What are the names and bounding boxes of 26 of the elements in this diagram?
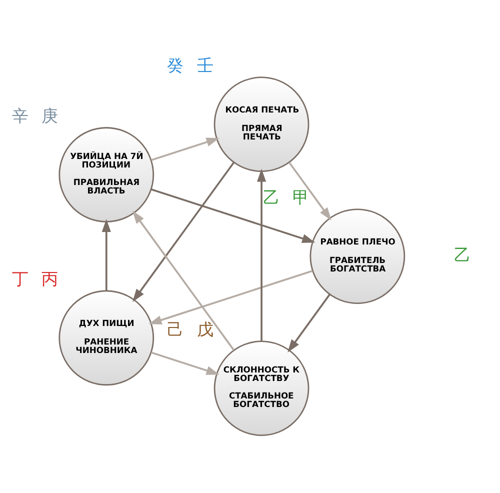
node-label: 乙: [262, 186, 280, 207]
node-label: 戊: [196, 318, 214, 339]
node-label: 己: [167, 318, 184, 339]
node-label: 甲: [292, 186, 310, 207]
node-circle: СКЛОННОСТЬ К БОГАТСТВУ СТАБИЛЬНОЕ БОГАТСТВО: [214, 340, 310, 436]
node-label: 癸: [167, 54, 184, 75]
node-circle: ДУХ ПИЩИ РАНЕНИЕ ЧИНОВНИКА: [58, 290, 154, 386]
arrow: [150, 351, 220, 374]
node-circle: УБИЙЦА НА 7Й ПОЗИЦИИ ПРАВИЛЬНАЯ ВЛАСТЬ: [58, 126, 154, 222]
arrow: [132, 161, 235, 302]
node-circle: КОСАЯ ПЕЧАТЬ ПРЯМАЯ ПЕЧАТЬ: [214, 76, 310, 172]
arrow: [148, 270, 313, 324]
arrow: [256, 168, 266, 341]
arrow: [150, 137, 220, 161]
arrow: [150, 188, 316, 242]
arrow: [102, 218, 111, 290]
node-label: 庚: [42, 105, 59, 126]
node-circle: РАВНОЕ ПЛЕЧО ГРАБИТЕЛЬ БОГАТСТВА: [310, 208, 406, 304]
node-label: 丁: [12, 268, 29, 288]
arrow: [288, 293, 330, 352]
label: 乙: [454, 244, 472, 264]
node-label: 辛: [12, 105, 29, 126]
arrow: [288, 161, 332, 220]
arrow: [132, 210, 235, 350]
node-label: 丙: [42, 268, 59, 288]
node-label: 壬: [196, 54, 214, 75]
